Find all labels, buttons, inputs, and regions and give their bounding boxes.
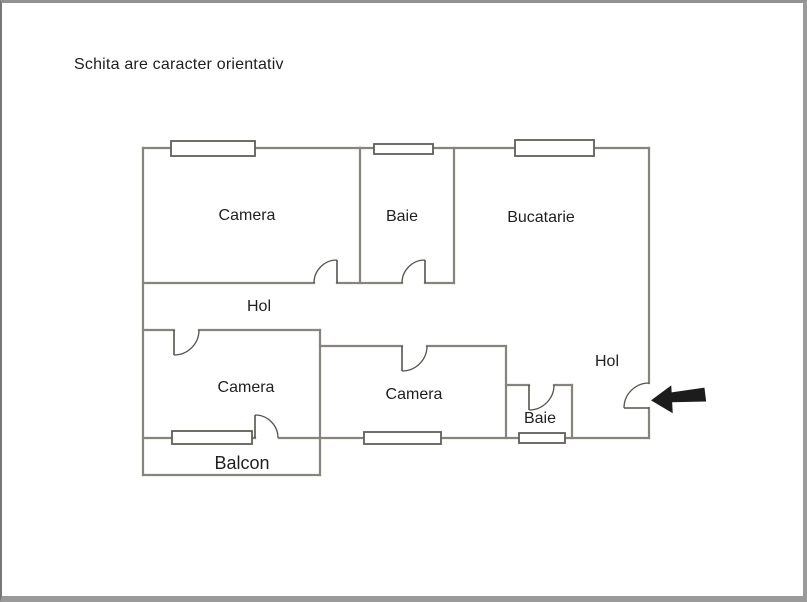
door-balcon-arc: [254, 414, 279, 439]
room-label-camera-3: Camera: [386, 386, 443, 403]
door-camera-1-arc: [313, 259, 338, 284]
window-bucatarie-top-icon: [514, 139, 595, 157]
door-baie-2-arc: [528, 384, 555, 411]
room-label-hol-1: Hol: [247, 298, 271, 315]
window-camera-1-top-icon: [170, 140, 256, 157]
room-label-camera-1: Camera: [219, 207, 276, 224]
door-camera-2-arc: [173, 329, 200, 356]
window-baie-1-top-icon: [373, 143, 434, 155]
room-label-balcon: Balcon: [214, 453, 269, 473]
window-camera-3-bottom-icon: [363, 431, 442, 445]
window-baie-2-bottom-icon: [518, 432, 566, 444]
door-baie-1-arc: [401, 259, 426, 284]
sketch-disclaimer-title: Schita are caracter orientativ: [74, 56, 284, 73]
arrow-group: [651, 385, 707, 414]
walls-group: [141, 146, 651, 477]
windows-group: [170, 139, 595, 445]
room-label-baie-2: Baie: [524, 410, 556, 427]
room-label-hol-2: Hol: [595, 353, 619, 370]
entrance-arrow-icon: [651, 385, 707, 414]
room-label-baie-1: Baie: [386, 208, 418, 225]
door-entrance-arc: [623, 382, 650, 409]
room-label-camera-2: Camera: [218, 379, 275, 396]
window-camera-2-bottom-icon: [171, 430, 253, 445]
door-camera-3-arc: [401, 345, 428, 372]
doors-group: [173, 259, 650, 439]
room-label-bucatarie: Bucatarie: [507, 209, 575, 226]
